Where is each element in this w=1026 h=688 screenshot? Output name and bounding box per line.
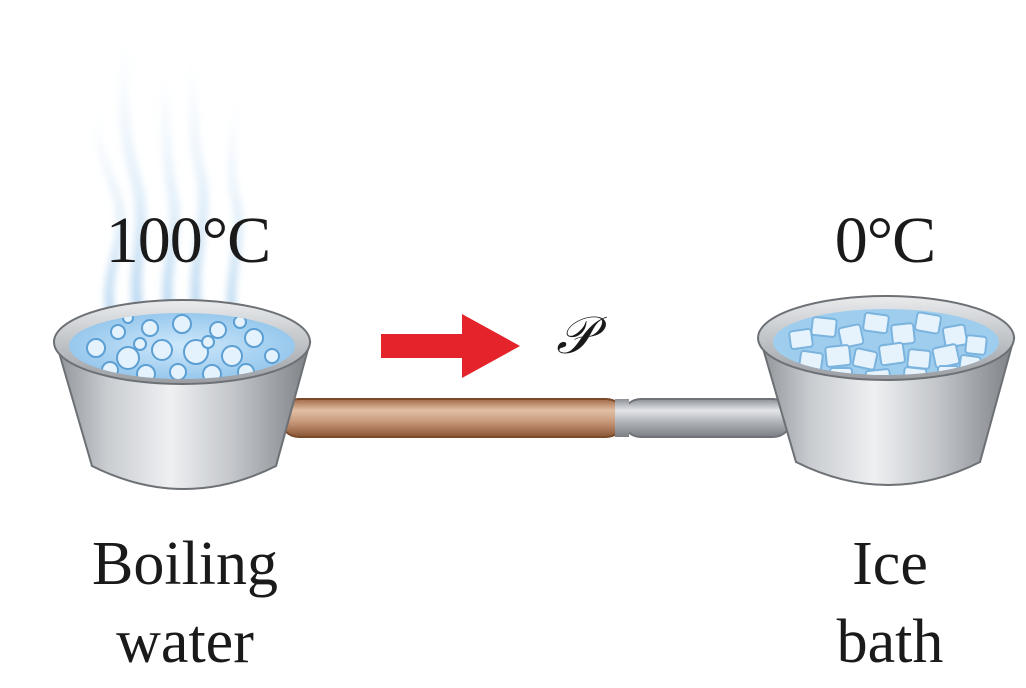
steel-rod-section	[621, 398, 793, 438]
right-temperature-label: 0°C	[834, 204, 936, 277]
heat-flow-arrow-icon	[381, 314, 520, 378]
boiling-water-pot	[53, 299, 312, 490]
copper-rod-section	[279, 398, 626, 438]
conducting-rod	[279, 398, 793, 438]
steam-icon	[93, 34, 244, 327]
bubbles-icon	[86, 313, 280, 379]
left-temperature-label: 100°C	[105, 204, 271, 277]
right-caption-line2: bath	[836, 608, 944, 676]
right-caption-line1: Ice	[852, 530, 928, 598]
left-caption-line2: water	[116, 608, 254, 676]
right-caption: Ice bath	[790, 525, 990, 681]
ice-bath-pot	[757, 295, 1016, 486]
left-caption: Boiling water	[60, 525, 310, 681]
left-caption-line1: Boiling	[91, 530, 279, 598]
heat-current-symbol: 𝒫	[556, 306, 594, 366]
